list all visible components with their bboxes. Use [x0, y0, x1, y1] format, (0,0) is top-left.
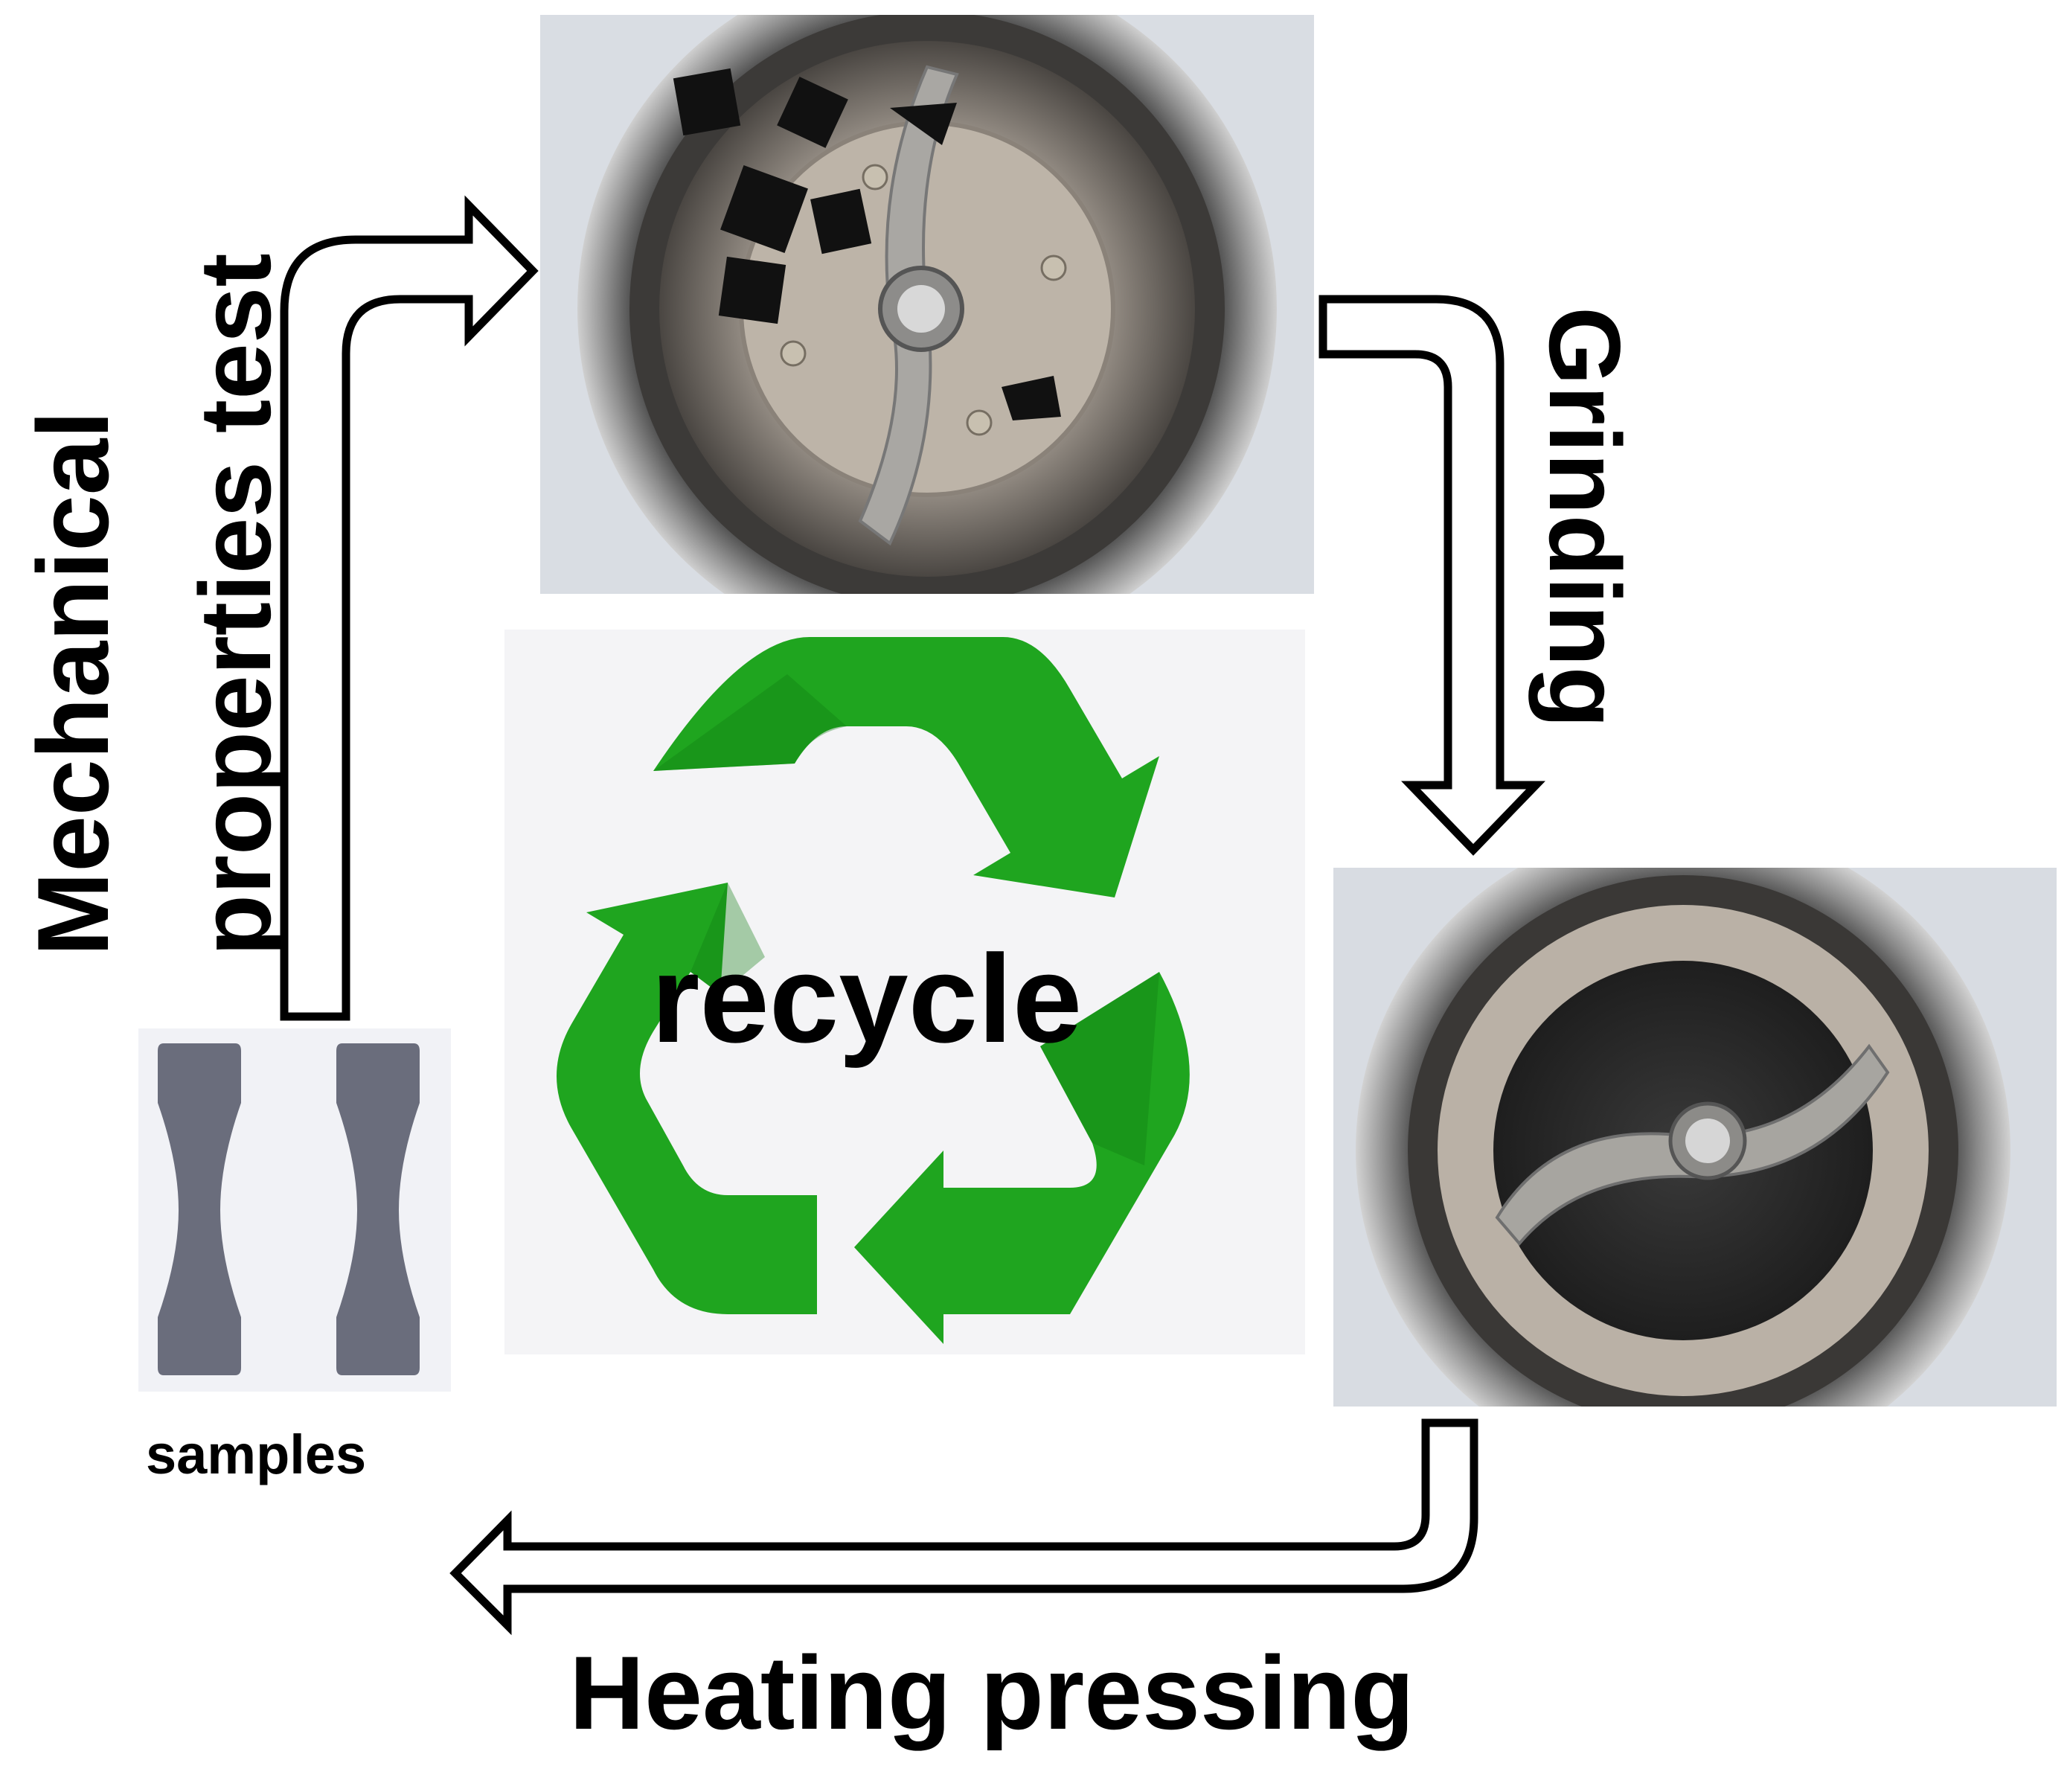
grinder-powder-photo [1333, 868, 2057, 1407]
recycle-label: recycle [651, 929, 1083, 1069]
dogbone-specimen-icon [336, 1043, 420, 1375]
arrow-heating-pressing [449, 1418, 1478, 1636]
heating-pressing-label: Heating pressing [569, 1634, 1414, 1751]
samples-label: samples [146, 1424, 367, 1485]
recycle-icon [557, 637, 1190, 1344]
arrow-mechanical-test [280, 195, 539, 1021]
dogbone-specimen-icon [158, 1043, 241, 1375]
arrow-grinding [1318, 295, 1545, 856]
samples-illustration [138, 1028, 451, 1392]
grinder-pieces-photo [540, 15, 1314, 594]
recycle-symbol [504, 630, 1305, 1354]
